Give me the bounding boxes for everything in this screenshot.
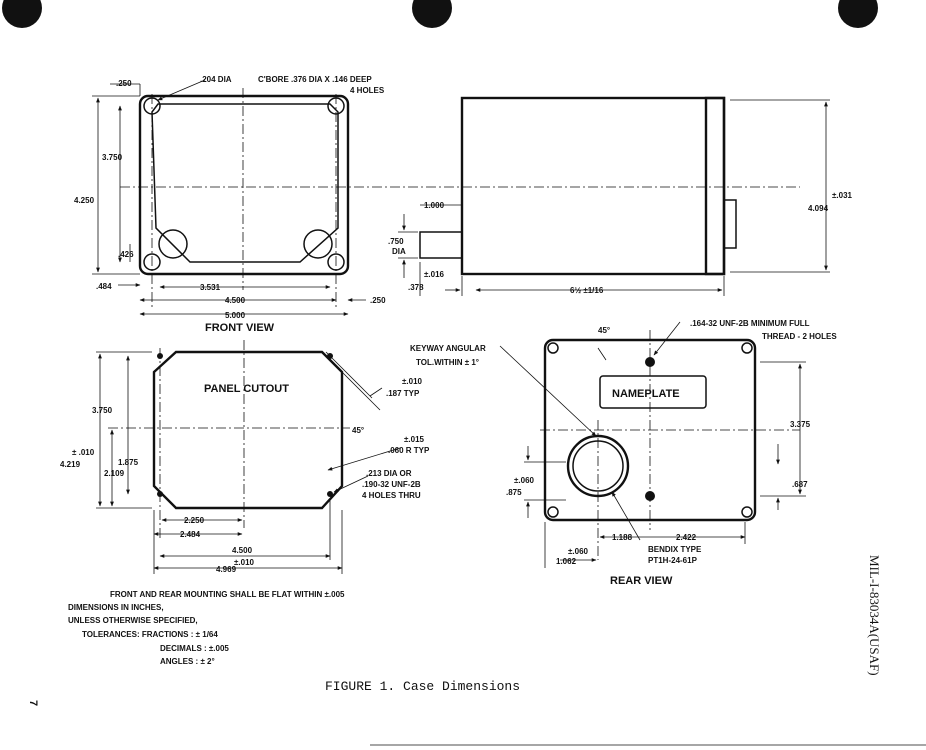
front-dim-3750: 3.750	[102, 153, 123, 162]
rear-dim-3375: 3.375	[790, 420, 811, 429]
rear-dim-1188: 1.188	[612, 533, 633, 542]
nameplate-plate	[599, 375, 707, 409]
note-flatness: FRONT AND REAR MOUNTING SHALL BE FLAT WI…	[110, 590, 345, 599]
rear-dim-875: .875	[506, 488, 522, 497]
side-dim-750: .750	[388, 237, 404, 246]
cutout-dim-45: 45°	[352, 426, 364, 435]
note-tol-angles: ANGLES : ± 2°	[160, 657, 215, 666]
side-dim-378: .378	[408, 283, 424, 292]
binder-hole-right	[838, 0, 878, 28]
general-notes: FRONT AND REAR MOUNTING SHALL BE FLAT WI…	[68, 590, 345, 666]
side-view-connector	[723, 199, 737, 249]
front-dim-250-right: .250	[370, 296, 386, 305]
front-dim-5000: 5.000	[225, 311, 246, 320]
side-view: 1.000 .750 DIA ±.016 .378 6½ ±1/16 ±.031…	[388, 96, 853, 296]
cutout-hole-note-2: .190-32 UNF-2B	[362, 480, 421, 489]
rear-view-title: REAR VIEW	[610, 575, 673, 587]
cutout-dim-010-left: ± .010	[72, 448, 95, 457]
binder-holes	[2, 0, 878, 28]
binder-hole-left	[2, 0, 42, 28]
rear-keyway-2: TOL.WITHIN ± 1°	[416, 358, 479, 367]
front-dim-3531: 3.531	[200, 283, 221, 292]
cutout-dim-060: .060 R TYP	[388, 446, 430, 455]
rear-view: NAMEPLATE KEYWAY ANGULAR TOL.WITHIN ± 1°…	[410, 319, 837, 587]
front-callout-holes-2: C'BORE .376 DIA X .146 DEEP	[258, 75, 372, 84]
note-units: DIMENSIONS IN INCHES,	[68, 603, 164, 612]
rear-hole-br	[741, 506, 753, 518]
rear-dim-060-left: ±.060	[514, 476, 535, 485]
cutout-dim-4500-tol: ±.010	[234, 558, 255, 567]
front-callout-holes-1: .204 DIA	[200, 75, 232, 84]
figure-caption: FIGURE 1. Case Dimensions	[325, 679, 520, 694]
rear-hole-bl	[547, 506, 559, 518]
side-view-flange	[704, 96, 726, 276]
rear-dim-45: 45°	[598, 326, 610, 335]
front-dim-250-top: .250	[116, 79, 132, 88]
cutout-dim-015: ±.015	[404, 435, 425, 444]
front-callout-holes-3: 4 HOLES	[350, 86, 385, 95]
side-dim-4094: 4.094	[808, 204, 829, 213]
rear-thread-2: THREAD - 2 HOLES	[762, 332, 837, 341]
side-view-pilot	[419, 231, 463, 259]
note-unless: UNLESS OTHERWISE SPECIFIED,	[68, 616, 198, 625]
side-dim-1000: 1.000	[424, 201, 445, 210]
panel-cutout-outline	[152, 350, 344, 510]
cutout-dim-010-top: ±.010	[402, 377, 423, 386]
side-dim-length: 6½ ±1/16	[570, 286, 604, 295]
cutout-dim-2109: 2.109	[104, 469, 125, 478]
cutout-dim-2484: 2.484	[180, 530, 201, 539]
front-dim-484: .484	[96, 282, 112, 291]
rear-thread-1: .164-32 UNF-2B MINIMUM FULL	[690, 319, 810, 328]
panel-cutout-title: PANEL CUTOUT	[204, 383, 289, 395]
side-dim-dia: DIA	[392, 247, 406, 256]
side-dim-031: ±.031	[832, 191, 853, 200]
document-id: MIL-I-83034A(USAF)	[867, 555, 882, 676]
side-dim-016: ±.016	[424, 270, 445, 279]
front-view-title: FRONT VIEW	[205, 322, 275, 334]
front-view-outline	[138, 94, 350, 276]
rear-bendix-1: BENDIX TYPE	[648, 545, 702, 554]
rear-hole-tr	[741, 342, 753, 354]
rear-dim-060-bottom: ±.060	[568, 547, 589, 556]
front-connector-right	[303, 229, 333, 259]
front-dim-426: .426	[118, 250, 134, 259]
page-marker: 7	[27, 700, 39, 706]
rear-hole-tl	[547, 342, 559, 354]
cutout-dim-4500: 4.500	[232, 546, 253, 555]
cutout-dim-4969: 4.969	[216, 565, 237, 574]
note-tol-fractions: TOLERANCES: FRACTIONS : ± 1/64	[82, 630, 218, 639]
panel-cutout-view: PANEL CUTOUT ±.010 .187 TYP 45° ±.015 .0…	[60, 340, 430, 574]
cutout-dim-2250: 2.250	[184, 516, 205, 525]
front-dim-4250: 4.250	[74, 196, 95, 205]
binder-hole-center	[412, 0, 452, 28]
rear-keyway-1: KEYWAY ANGULAR	[410, 344, 486, 353]
rear-dim-687: .687	[792, 480, 808, 489]
front-view-inner-recess	[151, 103, 339, 263]
rear-dim-1062: 1.062	[556, 557, 577, 566]
cutout-dim-4219: 4.219	[60, 460, 81, 469]
cutout-hole-br	[327, 491, 333, 497]
rear-bendix-2: PT1H-24-61P	[648, 556, 698, 565]
side-view-body	[460, 96, 726, 276]
front-dim-4500: 4.500	[225, 296, 246, 305]
cutout-dim-3750: 3.750	[92, 406, 113, 415]
front-view: .204 DIA C'BORE .376 DIA X .146 DEEP 4 H…	[74, 75, 800, 334]
cutout-dim-1875: 1.875	[118, 458, 139, 467]
cutout-hole-note-3: 4 HOLES THRU	[362, 491, 421, 500]
cutout-hole-note-1: .213 DIA OR	[366, 469, 412, 478]
note-tol-decimals: DECIMALS : ±.005	[160, 644, 229, 653]
cutout-dim-187: .187 TYP	[386, 389, 420, 398]
rear-dim-2422: 2.422	[676, 533, 697, 542]
nameplate-label: NAMEPLATE	[612, 388, 680, 400]
front-connector-left	[158, 229, 188, 259]
